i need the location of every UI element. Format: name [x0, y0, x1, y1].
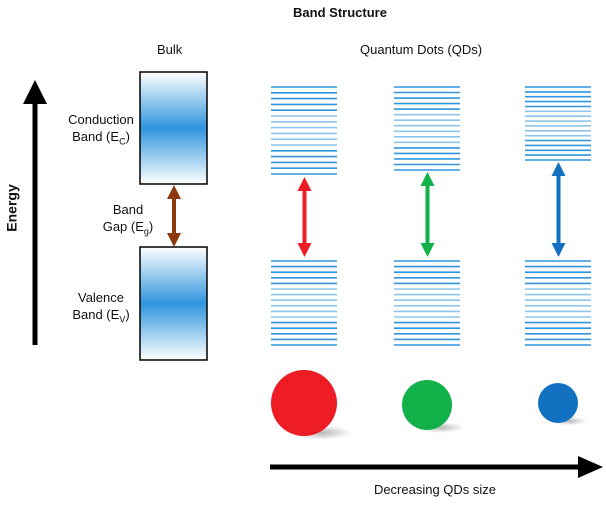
small-qd-gap-arrow	[551, 162, 566, 257]
bulk-band-gap-arrow	[167, 185, 181, 247]
small-qd-conduction-levels	[525, 86, 591, 161]
valence-band-label: Valence Band (EV)	[72, 290, 130, 325]
large-qd-gap-arrow	[297, 177, 312, 257]
qd-heading: Quantum Dots (QDs)	[360, 42, 483, 57]
small-qd-sphere	[538, 383, 578, 423]
bulk-gap-double-arrow	[167, 185, 181, 247]
quantum-dot-bands	[271, 86, 591, 346]
energy-axis-arrow	[23, 80, 47, 345]
diagram-title: Band Structure	[293, 5, 387, 20]
conduction-band-label: Conduction Band (EC)	[68, 112, 134, 147]
large-qd-conduction-levels	[271, 86, 337, 175]
medium-qd-valence-levels	[394, 260, 460, 346]
small-qd-valence-levels	[525, 260, 591, 346]
bulk-conduction-band	[139, 71, 208, 185]
medium-qd-conduction-levels	[394, 86, 460, 171]
medium-qd-sphere	[402, 380, 452, 430]
bulk-heading: Bulk	[157, 42, 183, 57]
quantum-dot-spheres	[271, 370, 587, 440]
energy-label: Energy	[3, 184, 20, 232]
x-axis-caption: Decreasing QDs size	[373, 482, 497, 497]
bulk-valence-band	[139, 246, 208, 361]
band-gap-label: Band Gap (Eg)	[102, 202, 154, 237]
decreasing-size-arrow	[270, 456, 603, 478]
large-qd-sphere	[271, 370, 337, 436]
large-qd-valence-levels	[271, 260, 337, 346]
medium-qd-gap-arrow	[420, 172, 435, 257]
